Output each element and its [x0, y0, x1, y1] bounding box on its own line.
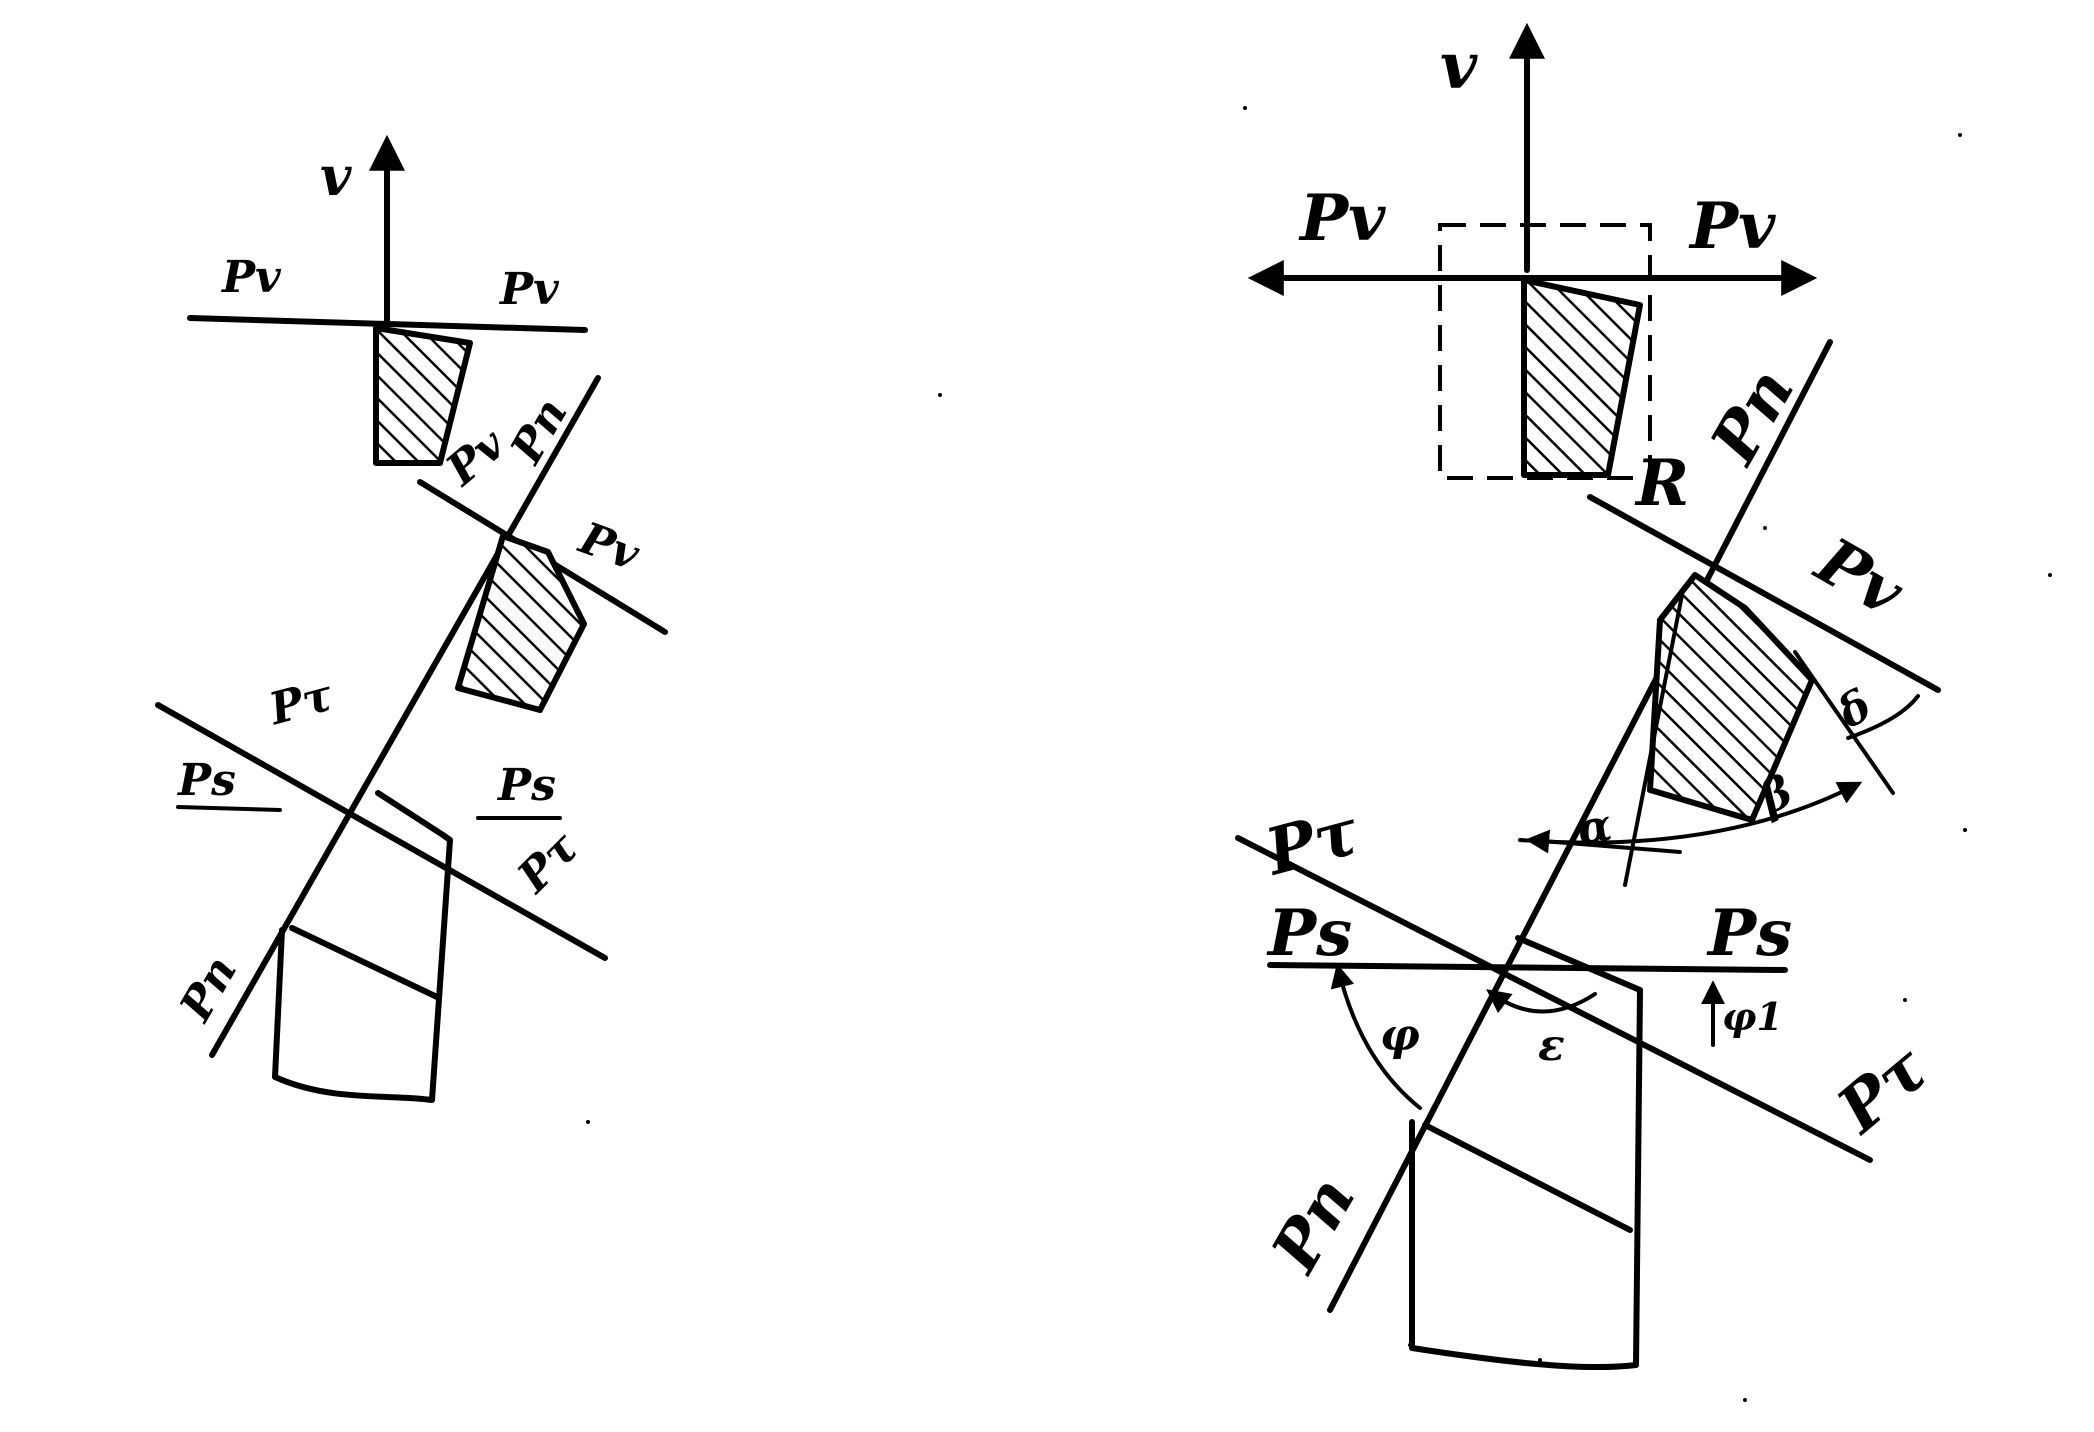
right-figure: v Pv Pv Pn R Pv δ β α Pτ Pτ [1235, 22, 1943, 1371]
right-alpha-arc [1525, 829, 1682, 854]
scan-specks [586, 106, 2052, 1402]
right-ptau-line [1235, 835, 1873, 1163]
left-ptau-line [155, 702, 608, 961]
left-hatched-section-top [373, 325, 473, 466]
right-label-r: R [1634, 446, 1689, 521]
right-epsilon-arc [1486, 989, 1597, 1014]
left-label-ptau-right: Pτ [507, 822, 589, 904]
right-label-epsilon: ε [1538, 1020, 1565, 1071]
left-pn-line [209, 375, 601, 1058]
right-ps-line [1267, 962, 1788, 973]
right-side-normal [1623, 593, 1684, 887]
left-pv-line-top [187, 315, 588, 333]
right-tool-cross-line [1422, 1122, 1633, 1233]
left-label-pn-top: Pn [500, 390, 578, 474]
right-label-pv-right: Pv [1688, 189, 1776, 264]
right-rake-normal [1793, 650, 1895, 795]
right-label-ps-right: Ps [1706, 896, 1792, 971]
right-label-phi1: φ1 [1722, 994, 1783, 1039]
right-label-v: v [1440, 29, 1478, 104]
left-tool-cross-line [289, 925, 440, 1000]
right-pv-line-mid [1587, 494, 1941, 693]
right-label-ptau-left: Pτ [1257, 794, 1367, 891]
right-label-ptau-right: Pτ [1822, 1031, 1942, 1149]
left-ps-underline-left [176, 805, 282, 812]
right-label-pn-top: Pn [1696, 356, 1809, 477]
left-label-pv-mid-right: Pv [571, 512, 646, 581]
left-label-v: v [320, 144, 352, 208]
right-label-phi: φ [1380, 1010, 1420, 1061]
right-tool-body [1409, 935, 1643, 1371]
right-hatched-section-mid [1647, 572, 1815, 823]
left-label-ptau-top: Pτ [262, 670, 338, 736]
left-label-ps-left: Ps [176, 755, 236, 806]
right-label-pv-mid: Pv [1802, 522, 1916, 631]
right-label-pv-left: Pv [1298, 181, 1386, 256]
left-figure: v Pv Pv Pn Pv Pv Pτ Pτ Ps Ps Pn [155, 134, 668, 1103]
left-label-pv-right: Pv [498, 264, 559, 315]
left-tool-body [272, 790, 453, 1103]
right-phi-arc [1330, 963, 1422, 1110]
left-hatched-section-mid [455, 533, 587, 713]
right-delta-arc [1846, 694, 1920, 740]
right-label-ps-left: Ps [1266, 896, 1352, 971]
right-hatched-section-top [1521, 277, 1643, 478]
left-label-pv-left: Pv [220, 252, 281, 303]
left-label-ps-right: Ps [496, 760, 556, 811]
